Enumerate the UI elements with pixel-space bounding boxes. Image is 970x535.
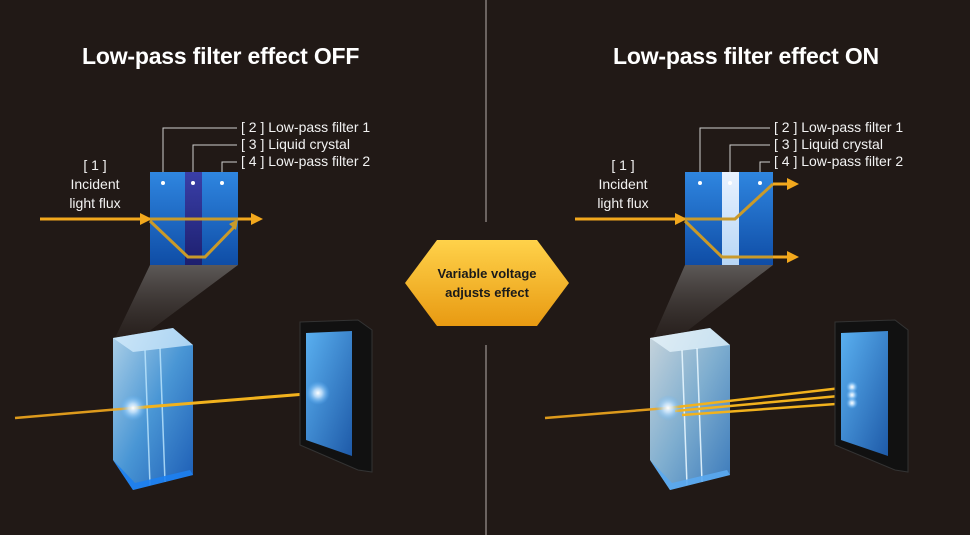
leader-line-lc-right [729,144,770,183]
incident-line2-right: light flux [597,195,649,211]
label-lpf1-right: [ 2 ] Low-pass filter 1 [774,119,904,135]
sensor-surface-right [841,331,888,456]
dot-lpf2-left [220,181,224,185]
glass-top-face-left [113,328,193,352]
recombine-arrow-left [229,219,238,230]
incident-arrow-left [140,213,152,225]
incident-light-label-left: [ 1 ] Incident light flux [58,156,132,213]
glass-layer-line-left-1 [144,349,151,486]
entry-flare-right [655,395,681,421]
upper-exit-arrow-right [787,178,799,190]
dot-lc-left [191,181,195,185]
incident-line2-left: light flux [69,195,121,211]
label-lpf2-left: [ 4 ] Low-pass filter 2 [241,153,371,169]
variable-voltage-badge [405,240,569,326]
glass-stack-left [113,328,193,490]
glass-top-face-right [650,328,730,352]
entry-flare-left [120,395,146,421]
sensor-flare-left [306,381,330,405]
incoming-ray-left [14,406,134,420]
incident-light-label-right: [ 1 ] Incident light flux [586,156,660,213]
dot-lpf1-right [698,181,702,185]
badge-line2: adjusts effect [445,285,529,300]
glass-layer-line-right-1 [681,349,688,486]
zoom-cone-right [653,265,773,338]
title-filter-off: Low-pass filter effect OFF [82,43,360,69]
sensor-flare-right-3 [846,397,858,409]
glass-bottom-glow-right [650,460,730,490]
outgoing-ray-right-3 [681,401,851,417]
dot-lc-right [728,181,732,185]
leader-line-lpf1-right [699,127,770,172]
leader-line-lpf1-left [162,127,237,172]
title-filter-on: Low-pass filter effect ON [613,43,879,69]
exit-arrow-left [251,213,263,225]
incoming-ray-right [544,406,669,420]
label-lpf1-left: [ 2 ] Low-pass filter 1 [241,119,371,135]
incident-number-left: [ 1 ] [83,157,107,173]
dot-lpf1-left [161,181,165,185]
right-filter-assembly [544,127,909,490]
label-liquid-crystal-left: [ 3 ] Liquid crystal [241,136,350,152]
incident-line1-right: Incident [598,176,648,192]
dot-lpf2-right [758,181,762,185]
incident-arrow-right [675,213,687,225]
badge-text: Variable voltage adjusts effect [422,264,552,302]
left-filter-assembly [14,127,373,490]
incident-line1-left: Incident [70,176,120,192]
outgoing-ray-right-1 [667,385,851,410]
split-beam-left [148,219,238,259]
leader-line-lc-left [192,144,237,183]
incident-number-right: [ 1 ] [611,157,635,173]
upper-beam-right [685,182,775,221]
zoom-cone-left [115,265,238,338]
lower-beam-right [683,219,773,259]
glass-layer-line-left-2 [159,347,166,483]
outgoing-ray-left [132,391,319,410]
label-liquid-crystal-right: [ 3 ] Liquid crystal [774,136,883,152]
glass-bottom-glow-left [113,460,193,490]
lower-exit-arrow-right [787,251,799,263]
outgoing-ray-right-2 [674,393,851,413]
badge-line1: Variable voltage [437,266,537,281]
label-lpf2-right: [ 4 ] Low-pass filter 2 [774,153,904,169]
